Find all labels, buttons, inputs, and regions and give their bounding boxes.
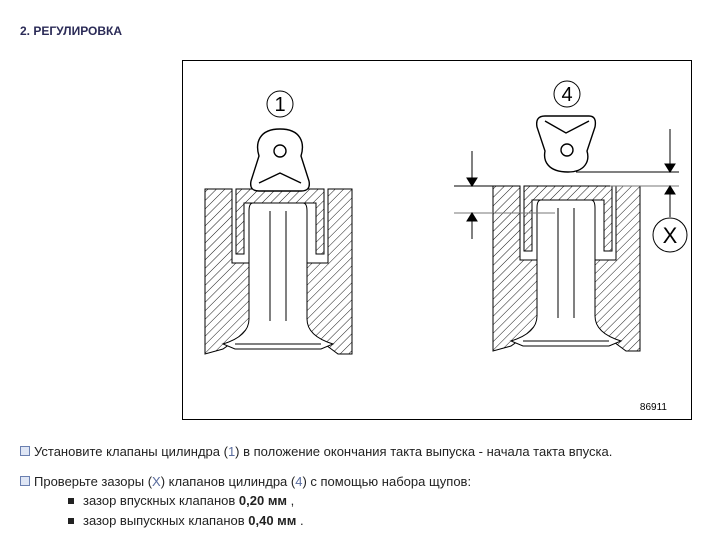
clearance-label-x: X (663, 223, 678, 248)
square-bullet-icon (68, 518, 74, 524)
dimension-lines (454, 129, 679, 239)
square-bullet-icon (68, 498, 74, 504)
valve-assembly-cylinder-4 (492, 185, 641, 352)
svg-text:4: 4 (561, 84, 572, 106)
valve-assembly-cylinder-1: 1 (204, 90, 353, 355)
cam-lobe-1 (249, 128, 311, 192)
checkbox-bullet-icon (20, 446, 30, 456)
step-2: Проверьте зазоры (X) клапанов цилиндра (… (20, 474, 471, 489)
valve-clearance-diagram: 1 4 X 86911 (182, 60, 692, 420)
section-heading: 2. РЕГУЛИРОВКА (20, 24, 123, 38)
checkbox-bullet-icon (20, 476, 30, 486)
cam-lobe-4: 4 (535, 80, 597, 173)
step-1: Установите клапаны цилиндра (1) в положе… (20, 444, 612, 459)
figure-number: 86911 (640, 402, 668, 413)
clearance-intake: зазор впускных клапанов 0,20 мм , (68, 493, 294, 508)
clearance-exhaust: зазор выпускных клапанов 0,40 мм . (68, 513, 304, 528)
svg-text:1: 1 (274, 94, 285, 116)
